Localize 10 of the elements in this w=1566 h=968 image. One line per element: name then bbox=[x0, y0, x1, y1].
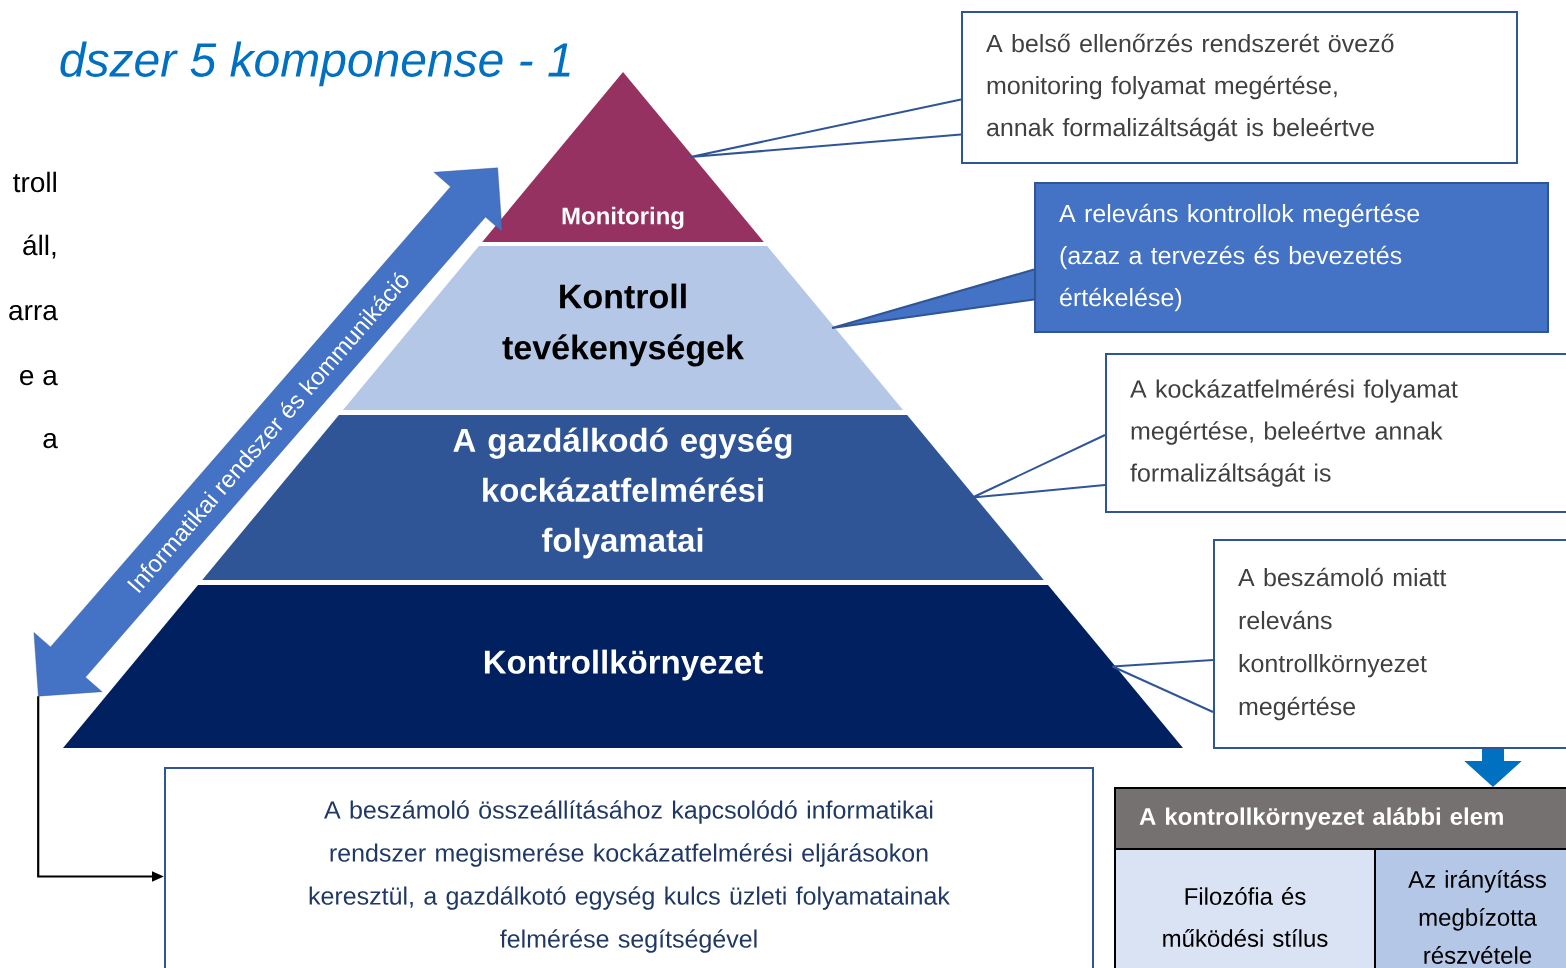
text-box: A beszámoló összeállításához kapcsolódó informatikai rendszer megismerése kockázatfelmérési eljárásokon keresztül, a gazdálkotó egység kulcs üzleti folyamatainak felmérése segítségével bbox=[164, 767, 1094, 968]
callout-pointer bbox=[831, 268, 1035, 329]
callout-box: A beszámoló miatt releváns kontrollkörnyezet megértése bbox=[1213, 539, 1566, 749]
callout-box: A belső ellenőrzés rendszerét övező monitoring folyamat megértése, annak formalizáltságát is beleértve bbox=[961, 11, 1518, 164]
table-cell: Filozófia és működési stílus bbox=[1114, 848, 1376, 968]
table-header: A kontrollkörnyezet alábbi elem bbox=[1114, 787, 1566, 850]
callout-box: A releváns kontrollok megértése (azaz a tervezés és bevezetés értékelése) bbox=[1034, 182, 1549, 333]
callout-box: A kockázatfelmérési folyamat megértése, beleértve annak formalizáltságát is bbox=[1105, 353, 1566, 513]
body-text: a bbox=[43, 432, 58, 449]
table-cell: Az irányításs megbízotta részvétele bbox=[1374, 848, 1566, 968]
